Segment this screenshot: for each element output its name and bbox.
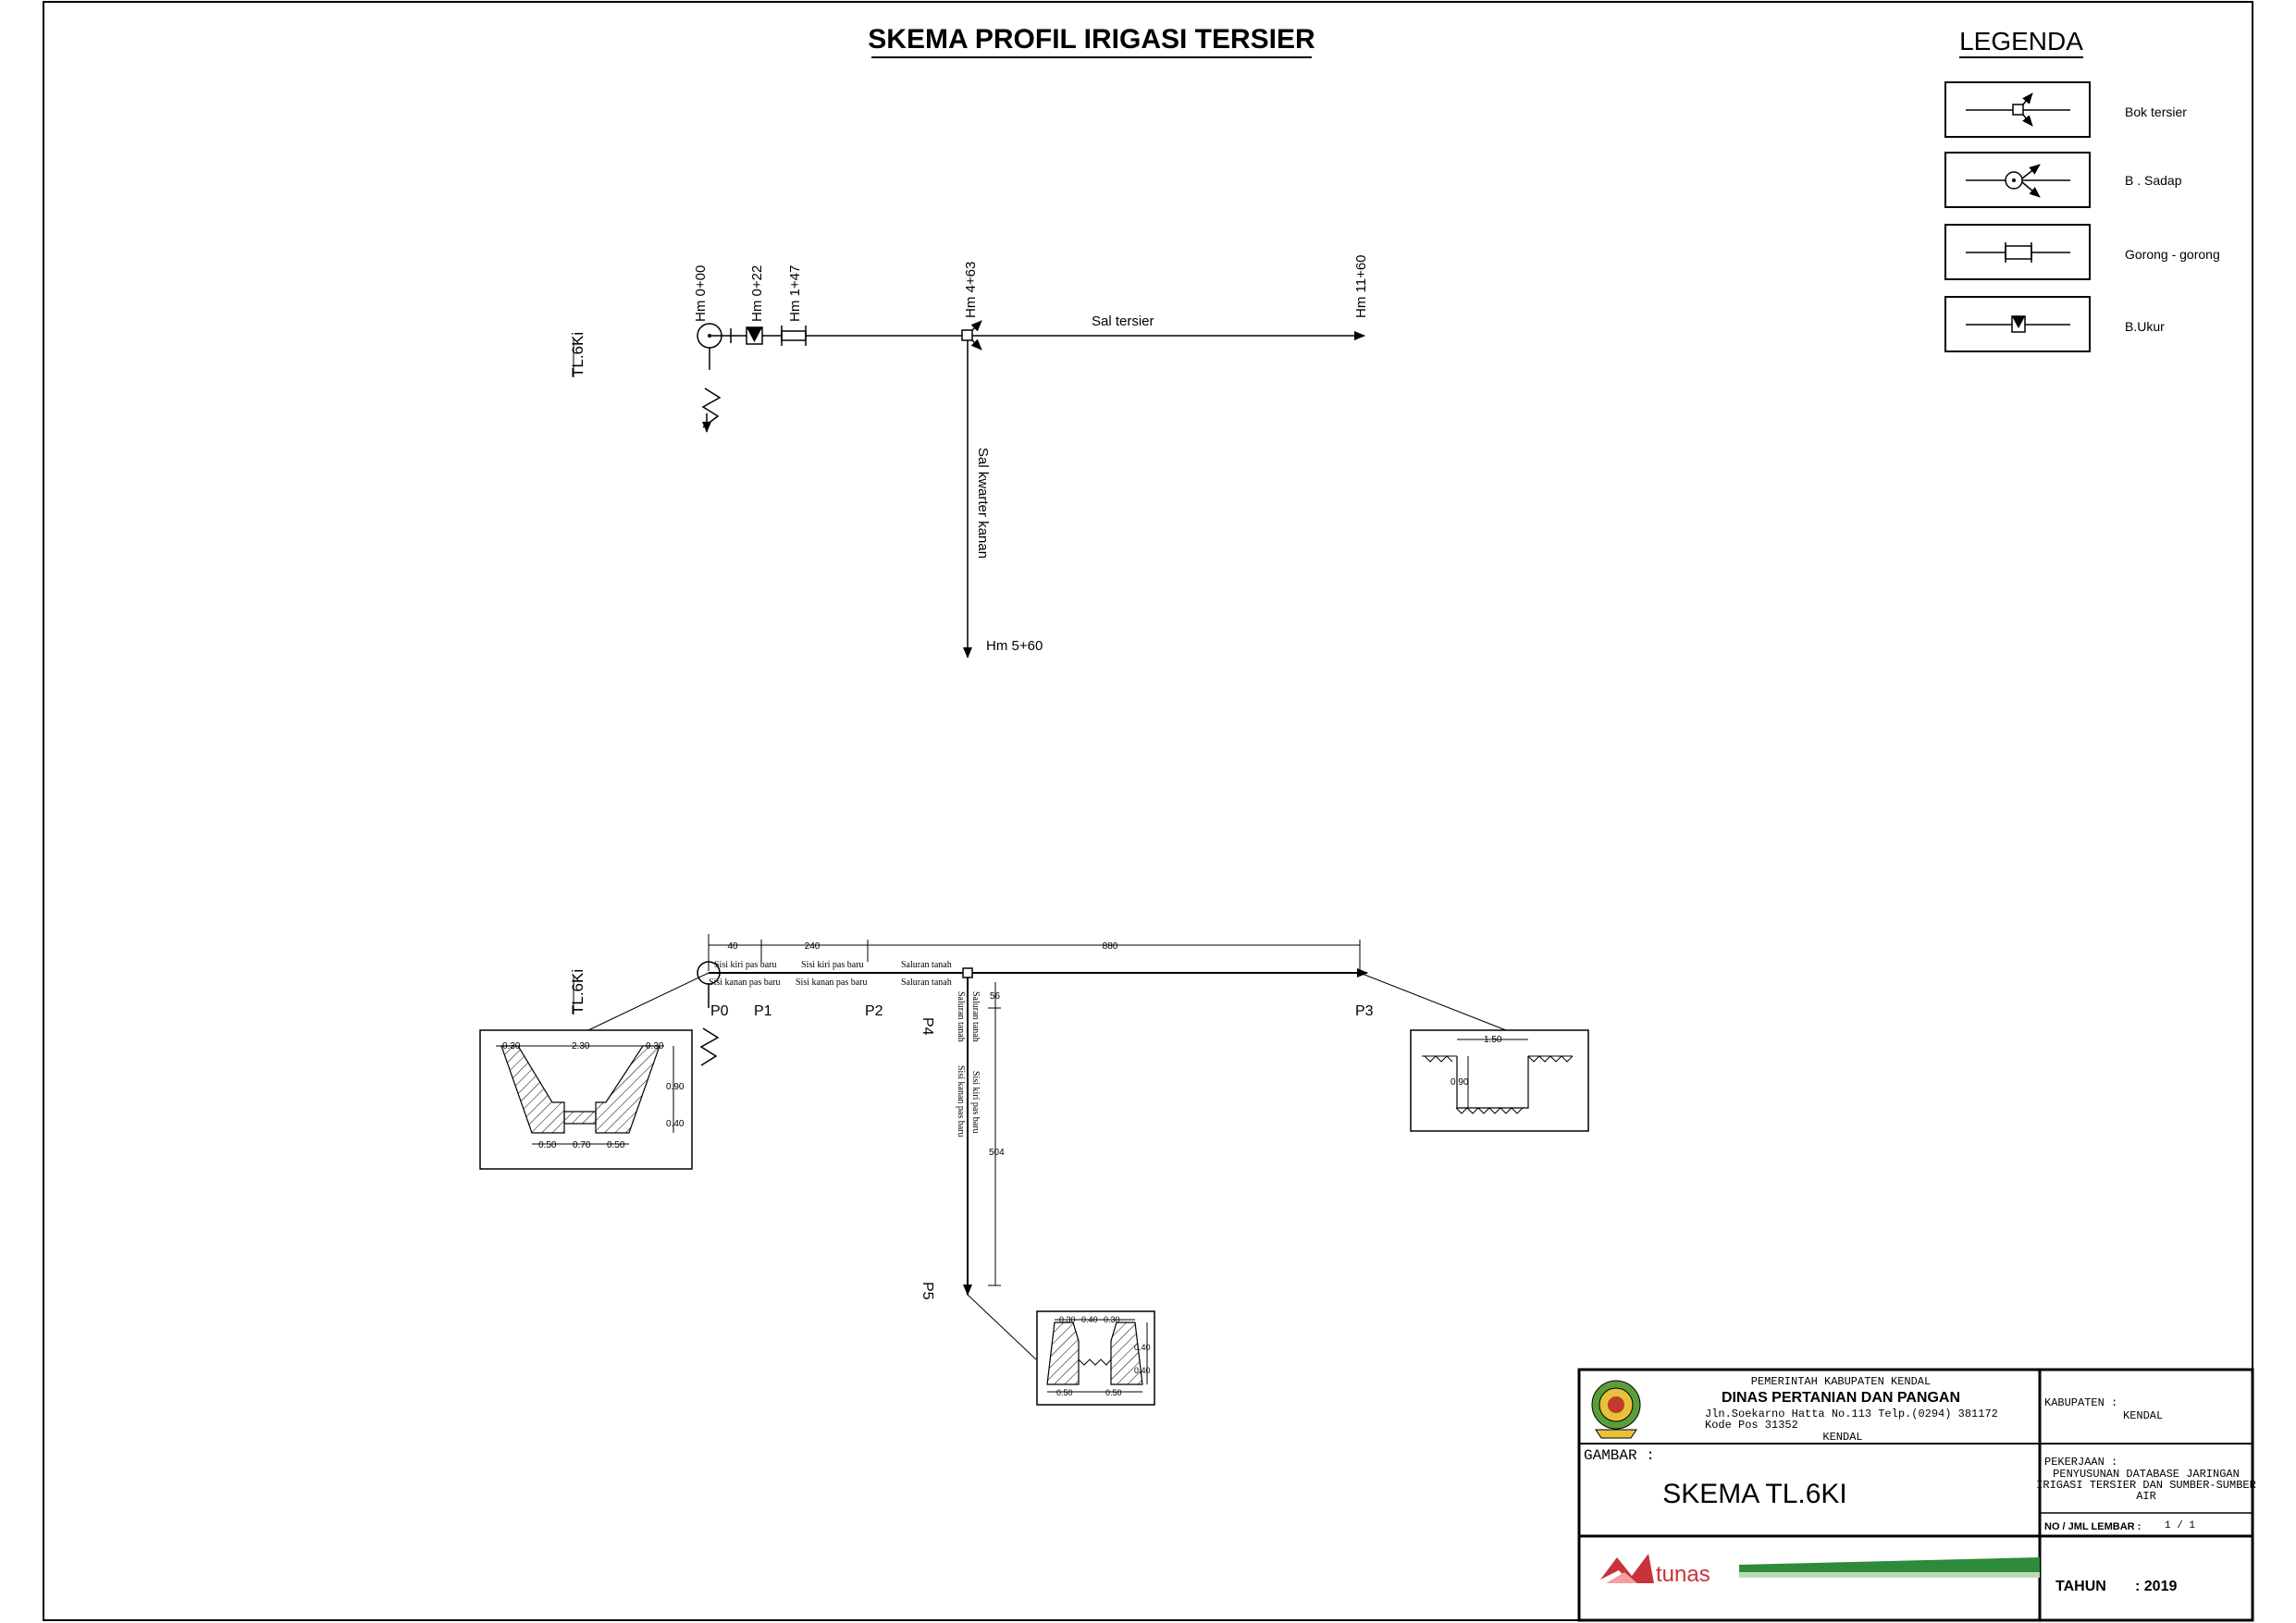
- left-dim-0: 0.30: [502, 1041, 521, 1051]
- kendal-regency-logo: [1591, 1380, 1641, 1439]
- bottom-dim-5: 0.50: [1056, 1388, 1073, 1397]
- scheme-diagram: TL.6Ki: [569, 254, 1369, 658]
- agency-city: KENDAL: [1822, 1431, 1862, 1444]
- dist-240: 240: [805, 941, 821, 952]
- legend-label-ukur: B.Ukur: [2125, 319, 2165, 334]
- gorong-icon: [781, 326, 807, 346]
- consultant-logo: tunas: [1600, 1554, 2040, 1587]
- sheet-border: [43, 1, 2253, 1621]
- profile-diagram: TL.6Ki 40 240 880 Sisi kiri pas baru Sis…: [569, 934, 1507, 1360]
- legend-box-gorong: [1944, 224, 2091, 280]
- left-dim-6: 0.70: [573, 1140, 591, 1150]
- agency-line-2: DINAS PERTANIAN DAN PANGAN: [1722, 1390, 1960, 1406]
- consultant-name: tunas: [1656, 1562, 1710, 1587]
- branch-dist-504: 504: [989, 1148, 1005, 1158]
- bottom-dim-1: 0.40: [1081, 1315, 1098, 1324]
- branch-note-4: Sisi kanan pas baru: [956, 1065, 966, 1137]
- point-p1: P1: [754, 1003, 772, 1019]
- cross-section-left: 0.30 2.30 0.30 0.90 0.40 0.50 0.70 0.50: [479, 1029, 693, 1170]
- pekerjaan-line-2: IRIGASI TERSIER DAN SUMBER-SUMBER: [2036, 1479, 2256, 1492]
- branch-note-1: Saluran tanah: [970, 991, 981, 1042]
- station-hm-1-47: Hm 1+47: [787, 265, 803, 322]
- main-channel-label: Sal tersier: [1092, 314, 1154, 329]
- legend-box-sadap: [1944, 152, 2091, 208]
- gorong-gorong-icon: [1966, 242, 2070, 263]
- branch-dist-56: 56: [990, 991, 1001, 1002]
- note-p2-left: Saluran tanah: [901, 960, 952, 970]
- pekerjaan-line-1: PENYUSUNAN DATABASE JARINGAN: [2053, 1468, 2240, 1481]
- tahun-label: TAHUN: [2055, 1579, 2106, 1594]
- right-dim-0: 1.50: [1484, 1035, 1502, 1045]
- legend-label-gorong: Gorong - gorong: [2125, 247, 2220, 262]
- sadap-icon: [697, 323, 722, 433]
- scheme-code-label: TL.6Ki: [569, 332, 586, 377]
- sheet-label: NO / JML LEMBAR :: [2044, 1521, 2141, 1532]
- ukur-icon: [730, 326, 763, 345]
- point-p0: P0: [710, 1003, 729, 1019]
- branch-note-3: Sisi kiri pas baru: [970, 1071, 981, 1134]
- bangunan-ukur-icon: [1966, 315, 2070, 333]
- branch-end-label: Hm 5+60: [986, 638, 1043, 654]
- legend: LEGENDA Bok tersier B . Sadap: [1944, 27, 2220, 352]
- note-p1-left: Sisi kiri pas baru: [801, 960, 864, 970]
- cross-section-right: 1.50 0.90: [1410, 1029, 1589, 1132]
- gambar-label: GAMBAR :: [1584, 1447, 1655, 1464]
- left-dim-5: 0.50: [538, 1140, 557, 1150]
- cross-section-bottom: 0.30 0.40 0.30 0.40 0.40 0.50 0.50: [1036, 1310, 1155, 1406]
- legend-label-sadap: B . Sadap: [2125, 173, 2182, 188]
- point-p4: P4: [920, 1017, 935, 1036]
- leader-left-section: [587, 972, 710, 1031]
- station-hm-0-22: Hm 0+22: [749, 265, 765, 322]
- point-p2: P2: [865, 1003, 883, 1019]
- legend-box-ukur: [1944, 296, 2091, 352]
- profile-code-label: TL.6Ki: [569, 969, 586, 1014]
- station-hm-11-60: Hm 11+60: [1353, 254, 1369, 318]
- pekerjaan-line-3: AIR: [2136, 1490, 2156, 1503]
- bok-tersier-icon: [1966, 92, 2070, 127]
- title-block: PEMERINTAH KABUPATEN KENDAL DINAS PERTAN…: [1577, 1368, 2256, 1622]
- branch-channel-label: Sal kwarter kanan: [975, 448, 991, 559]
- agency-line-1: PEMERINTAH KABUPATEN KENDAL: [1751, 1375, 1931, 1388]
- branch-note-2: Saluran tanah: [956, 991, 966, 1042]
- dist-880: 880: [1103, 941, 1118, 952]
- profile-bok-icon: [962, 967, 973, 978]
- bottom-dim-2: 0.30: [1104, 1315, 1120, 1324]
- leader-bottom-section: [967, 1294, 1037, 1360]
- agency-address-2: Kode Pos 31352: [1705, 1419, 1798, 1432]
- station-hm-0-00: Hm 0+00: [693, 265, 709, 322]
- note-p1-right: Sisi kanan pas baru: [796, 977, 868, 988]
- bottom-dim-0: 0.30: [1059, 1315, 1076, 1324]
- note-p2-right: Saluran tanah: [901, 977, 952, 988]
- leader-right-section: [1359, 972, 1507, 1031]
- dist-40: 40: [727, 941, 738, 952]
- bottom-dim-4: 0.40: [1134, 1366, 1151, 1375]
- station-hm-4-63: Hm 4+63: [963, 262, 979, 318]
- kabupaten-label: KABUPATEN :: [2044, 1396, 2117, 1409]
- page-title: SKEMA PROFIL IRIGASI TERSIER: [868, 24, 1315, 55]
- bottom-dim-6: 0.50: [1105, 1388, 1122, 1397]
- point-p3: P3: [1355, 1003, 1374, 1019]
- note-p0-left: Sisi kiri pas baru: [714, 960, 777, 970]
- left-dim-2: 0.30: [646, 1041, 664, 1051]
- drawing-title: SKEMA TL.6KI: [1662, 1479, 1847, 1509]
- left-dim-3: 0.90: [666, 1082, 685, 1092]
- left-dim-4: 0.40: [666, 1119, 685, 1129]
- legend-box-bok-tersier: [1944, 81, 2091, 138]
- bangunan-sadap-icon: [1966, 164, 2070, 198]
- legend-title: LEGENDA: [1959, 27, 2083, 55]
- sheet-value: 1 / 1: [2165, 1520, 2195, 1531]
- right-dim-1: 0.90: [1450, 1077, 1469, 1088]
- pekerjaan-label: PEKERJAAN :: [2044, 1456, 2117, 1469]
- agency-address-1: Jln.Soekarno Hatta No.113 Telp.(0294) 38…: [1705, 1408, 1998, 1420]
- tahun-value: : 2019: [2135, 1579, 2177, 1594]
- point-p5: P5: [920, 1282, 935, 1300]
- note-p0-right: Sisi kanan pas baru: [709, 977, 781, 988]
- bottom-dim-3: 0.40: [1134, 1343, 1151, 1352]
- profile-outlet-icon: [699, 1027, 720, 1066]
- kabupaten-value: KENDAL: [2123, 1409, 2163, 1422]
- left-dim-7: 0.50: [607, 1140, 625, 1150]
- left-dim-1: 2.30: [572, 1041, 590, 1051]
- legend-label-bok-tersier: Bok tersier: [2125, 105, 2187, 119]
